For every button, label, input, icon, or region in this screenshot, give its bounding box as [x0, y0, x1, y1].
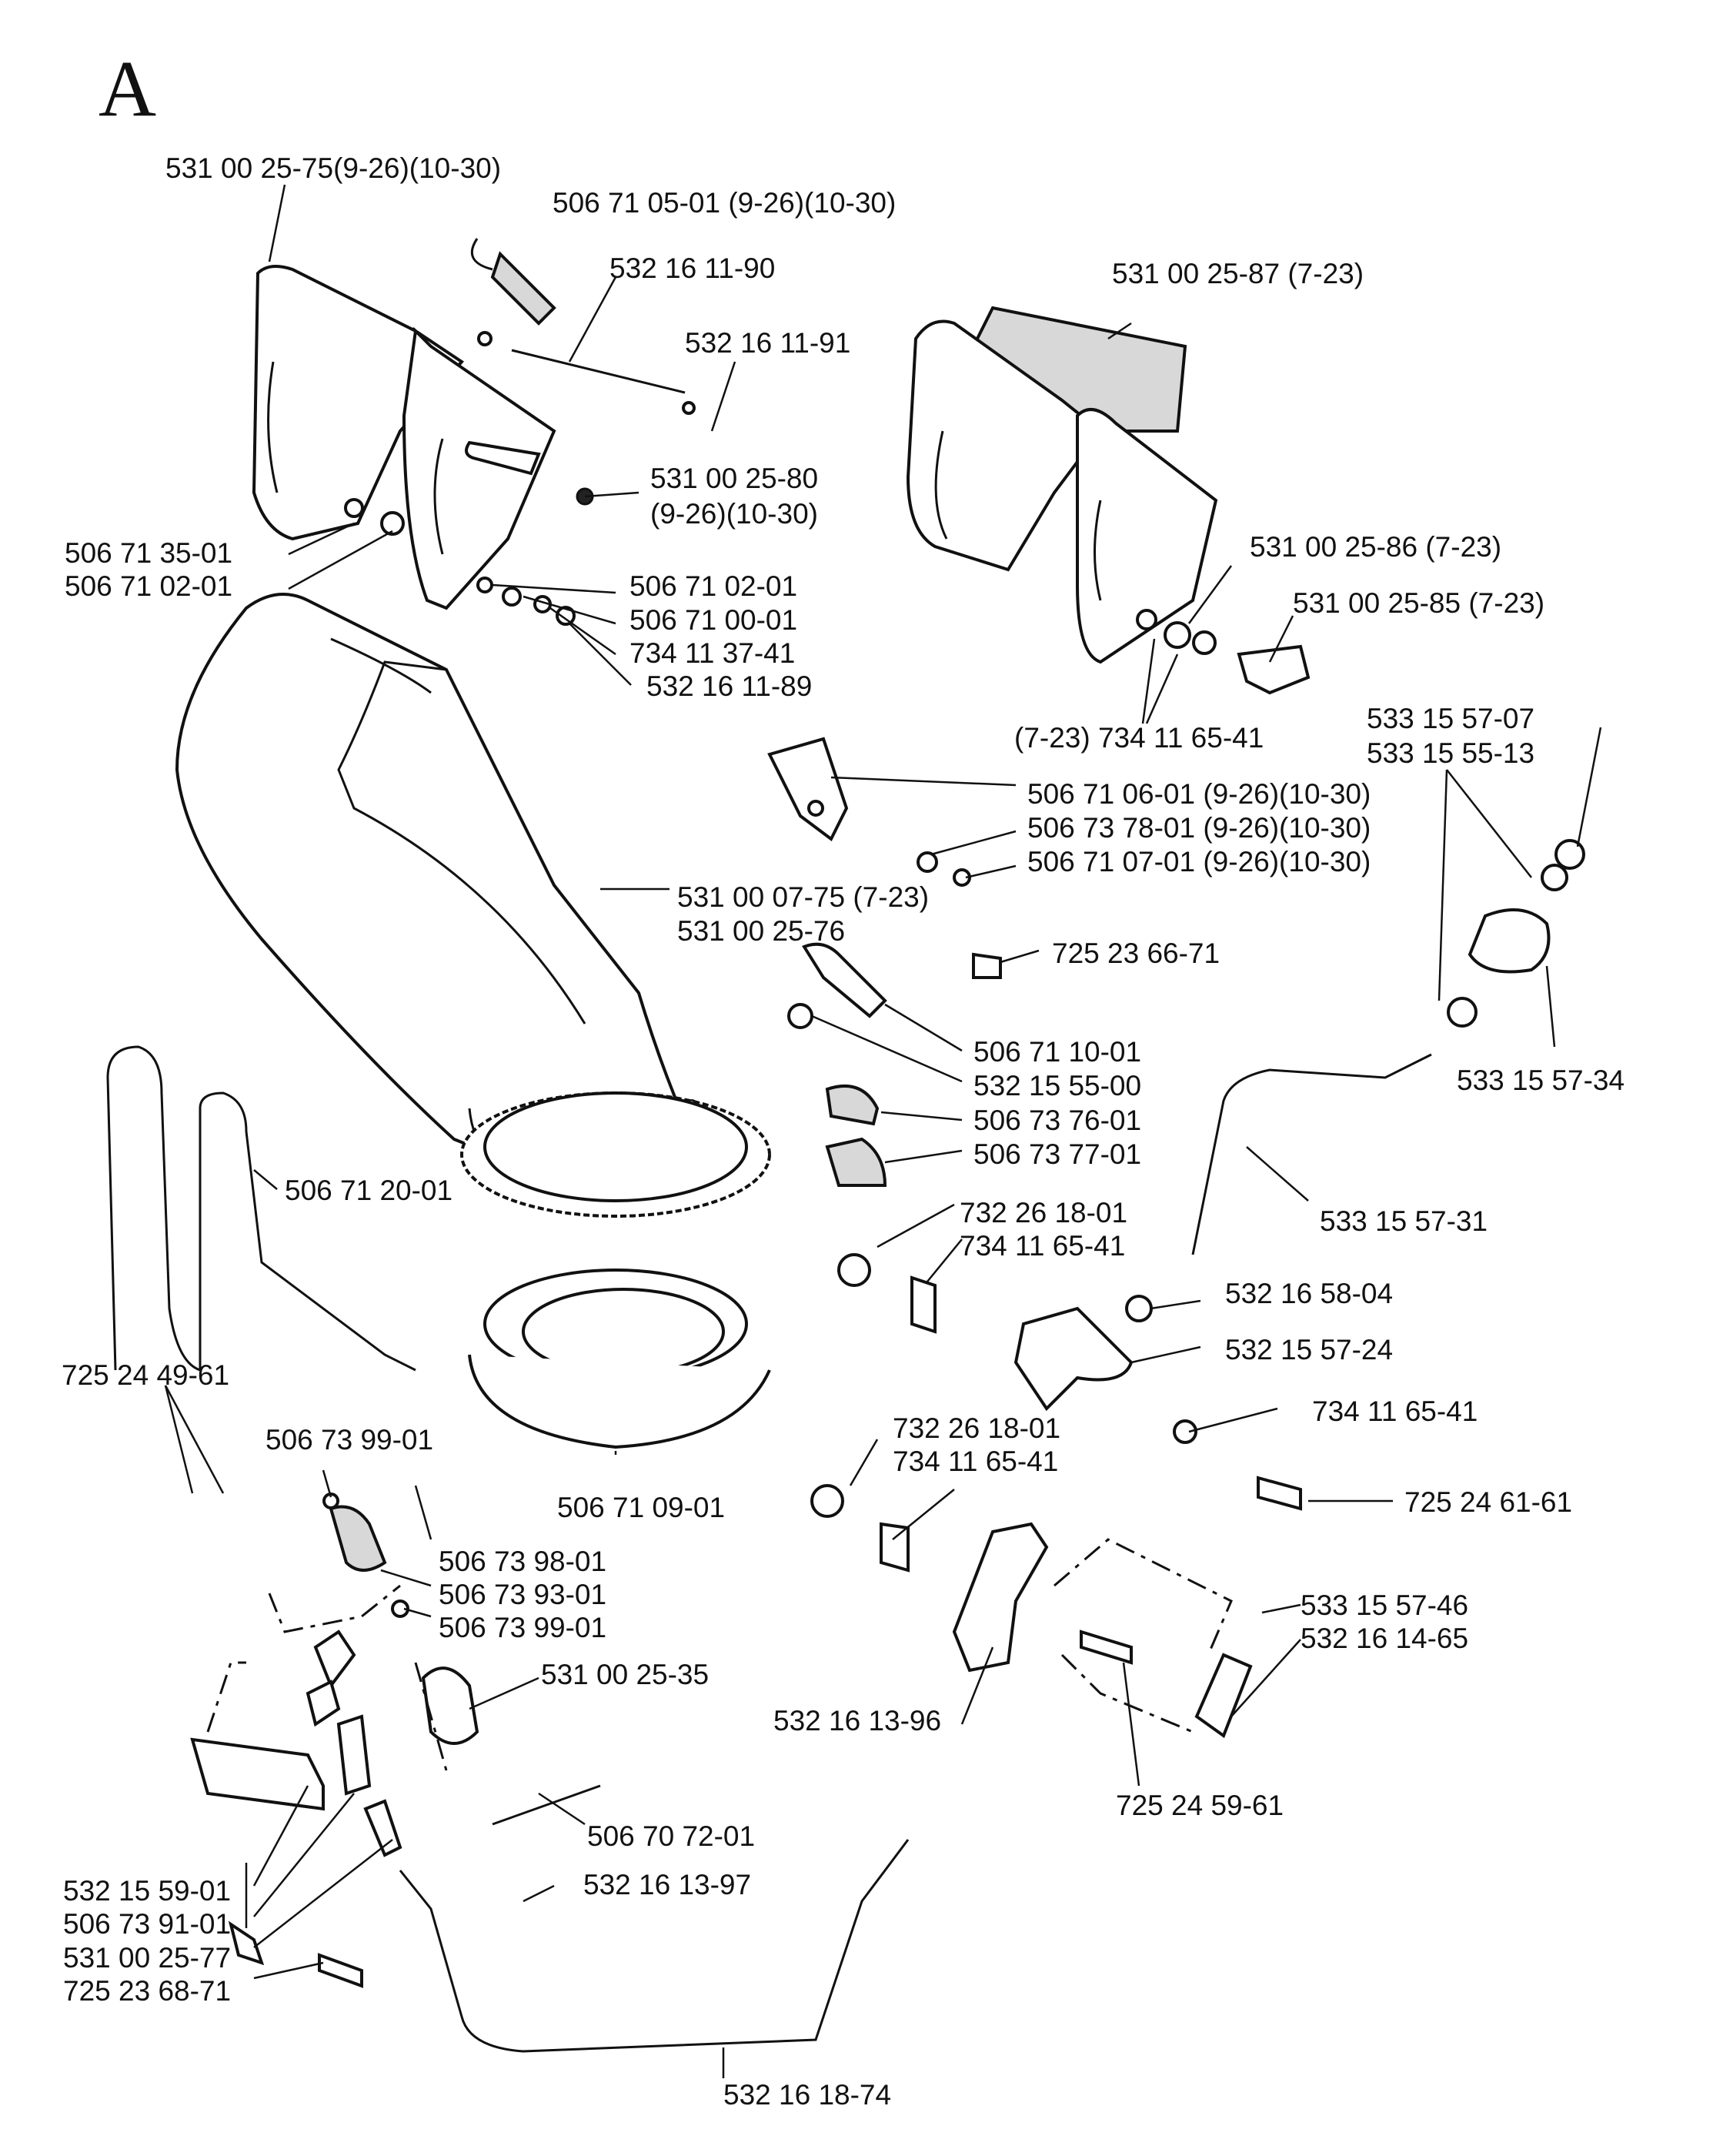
label-part-506712001: 506 71 20-01: [285, 1175, 453, 1206]
label-part-533155513: 533 15 55-13: [1367, 737, 1535, 769]
label-part-532161396: 532 16 13-96: [773, 1705, 942, 1736]
label-part-506739101: 506 73 91-01: [63, 1908, 232, 1940]
label-part-506739901-a: 506 73 99-01: [265, 1424, 434, 1456]
label-part-506737601: 506 73 76-01: [973, 1105, 1142, 1136]
leader-lines: [164, 184, 1602, 2078]
label-part-533155746: 533 15 57-46: [1301, 1589, 1469, 1621]
label-part-506737701: 506 73 77-01: [973, 1138, 1142, 1170]
crank-assembly: [1191, 839, 1585, 1255]
label-part-531002580: 531 00 25-80: [650, 463, 819, 494]
label-part-725236871: 725 23 68-71: [63, 1975, 232, 2007]
ring-gear: [460, 1091, 771, 1218]
label-part-531002576: 531 00 25-76: [677, 915, 846, 947]
label-part-734113741: 734 11 37-41: [629, 637, 796, 669]
label-part-506739301: 506 73 93-01: [439, 1579, 607, 1610]
chute-base-ring: [468, 1269, 771, 1449]
label-part-532161397: 532 16 13-97: [583, 1869, 752, 1900]
section-letter: A: [99, 45, 157, 133]
label-part-531002535: 531 00 25-35: [541, 1659, 710, 1690]
label-part-734116541-c: 734 11 65-41: [1312, 1396, 1478, 1427]
label-part-506739901-b: 506 73 99-01: [439, 1612, 607, 1643]
label-part-506710701: 506 71 07-01 (9-26)(10-30): [1027, 846, 1371, 877]
label-part-506713501: 506 71 35-01: [65, 537, 233, 569]
label-part-531002586: 531 00 25-86 (7-23): [1250, 531, 1502, 563]
label-part-532155500: 532 15 55-00: [973, 1070, 1142, 1101]
pivot-bracket: [810, 1253, 1302, 1739]
label-part-532155724: 532 15 57-24: [1225, 1334, 1394, 1365]
deflector-right: [906, 306, 1311, 695]
label-part-725245961: 725 24 59-61: [1116, 1790, 1284, 1821]
label-part-532161874: 532 16 18-74: [723, 2079, 892, 2111]
label-part-532165804: 532 16 58-04: [1225, 1278, 1394, 1309]
left-side-parts: [106, 1045, 910, 2053]
label-part-532161190: 532 16 11-90: [609, 252, 776, 284]
label-part-531002585: 531 00 25-85 (7-23): [1293, 587, 1545, 619]
label-part-725246161: 725 24 61-61: [1404, 1486, 1573, 1518]
label-part-532161189: 532 16 11-89: [646, 670, 813, 702]
label-part-533155707: 533 15 57-07: [1367, 703, 1535, 734]
label-part-506711001: 506 71 10-01: [973, 1036, 1142, 1068]
label-part-531002575: 531 00 25-75(9-26)(10-30): [165, 152, 502, 184]
label-part-532161465: 532 16 14-65: [1301, 1623, 1469, 1654]
label-part-725244961: 725 24 49-61: [62, 1359, 230, 1391]
label-part-734116541-b: 734 11 65-41: [893, 1446, 1059, 1477]
label-part-531002587: 531 00 25-87 (7-23): [1112, 258, 1364, 289]
label-part-531002577: 531 00 25-77: [63, 1942, 232, 1974]
label-part-506710001: 506 71 00-01: [629, 604, 798, 636]
label-part-725236671: 725 23 66-71: [1052, 938, 1220, 969]
label-part-506739801: 506 73 98-01: [439, 1546, 607, 1577]
label-part-531000775: 531 00 07-75 (7-23): [677, 881, 930, 913]
label-part-532155901: 532 15 59-01: [63, 1875, 232, 1907]
label-part-734116541-a: 734 11 65-41: [960, 1230, 1126, 1262]
label-part-533155731: 533 15 57-31: [1320, 1205, 1488, 1237]
lock-bracket-parts: [767, 737, 1002, 1187]
label-part-533155734: 533 15 57-34: [1457, 1065, 1625, 1096]
label-part-732261801-a: 732 26 18-01: [960, 1197, 1128, 1228]
label-part-734116541-723: (7-23) 734 11 65-41: [1014, 722, 1264, 754]
label-part-506707201: 506 70 72-01: [587, 1820, 756, 1852]
label-part-732261801-b: 732 26 18-01: [893, 1412, 1061, 1444]
label-part-506710501: 506 71 05-01 (9-26)(10-30): [553, 187, 897, 219]
label-part-506737801: 506 73 78-01 (9-26)(10-30): [1027, 812, 1371, 844]
label-part-531002580-note: (9-26)(10-30): [650, 498, 818, 530]
label-part-506710601: 506 71 06-01 (9-26)(10-30): [1027, 778, 1371, 810]
label-part-506710201: 506 71 02-01: [629, 570, 798, 602]
label-part-506710901: 506 71 09-01: [557, 1492, 726, 1523]
deflector-left: [252, 265, 556, 610]
label-part-506710201-left: 506 71 02-01: [65, 570, 233, 602]
label-part-532161191: 532 16 11-91: [685, 327, 851, 359]
